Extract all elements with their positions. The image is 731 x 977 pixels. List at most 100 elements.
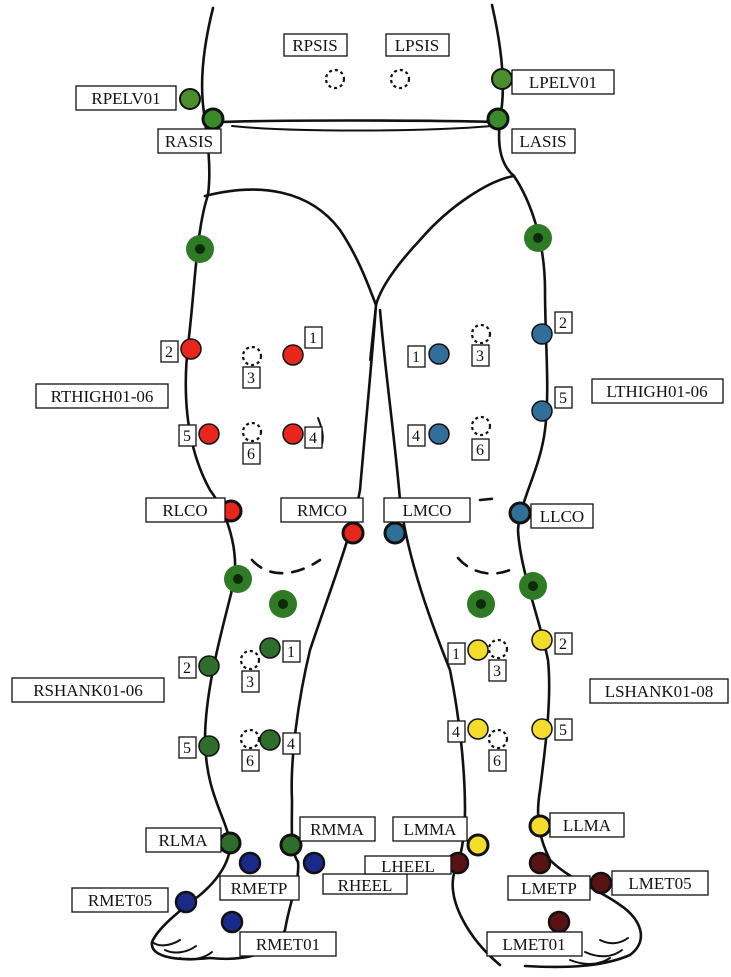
lshank-num-1: 1 [448,643,465,664]
svg-text:RLMA: RLMA [158,831,208,850]
svg-text:2: 2 [559,636,567,653]
rpelv01-marker [180,89,200,109]
lmco-marker [385,523,405,543]
svg-text:RMETP: RMETP [231,879,288,898]
svg-text:1: 1 [412,349,420,366]
rthigh-5-marker [199,424,219,444]
svg-text:3: 3 [476,348,484,365]
rknee-cluster-center [233,574,243,584]
rlma-label: RLMA [146,828,221,852]
rthigh-2-marker [181,339,201,359]
lshank-3-marker [489,640,507,658]
svg-text:1: 1 [287,644,295,661]
lthigh-label: LTHIGH01-06 [592,379,723,403]
rasis-marker [203,109,223,129]
svg-text:4: 4 [412,428,420,445]
svg-text:RMET05: RMET05 [88,891,152,910]
lshank-6-marker [489,730,507,748]
rshank-5-marker [199,736,219,756]
rheel-label: RHEEL [323,874,407,895]
lshank-num-2: 2 [555,633,572,654]
lthigh-num-4: 4 [408,425,425,446]
svg-text:LPELV01: LPELV01 [529,73,597,92]
rshank-4-marker [260,730,280,750]
lmet05-marker [591,873,611,893]
rshank-num-2: 2 [179,657,196,678]
lthigh-num-6: 6 [472,439,489,460]
lmet05-label: LMET05 [612,871,708,895]
lshank-2-marker [532,630,552,650]
lheel-label: LHEEL [365,856,451,876]
lasis-label: LASIS [512,129,575,153]
rthigh-1-marker [283,345,303,365]
left-torso-outline [492,5,514,176]
svg-text:4: 4 [309,430,317,447]
rheel-marker [304,853,324,873]
lshank-num-3: 3 [489,660,506,681]
svg-text:5: 5 [559,390,567,407]
waist-lower-line [232,126,492,131]
svg-text:LHEEL: LHEEL [381,857,435,876]
left-knee-dash-upper [480,498,500,500]
svg-text:3: 3 [247,370,255,387]
lthigh-1-marker [429,344,449,364]
svg-text:4: 4 [287,736,295,753]
lpsis-label: LPSIS [386,34,449,56]
svg-text:LMET05: LMET05 [628,874,691,893]
svg-text:1: 1 [309,330,317,347]
rshank-3-marker [241,651,259,669]
svg-text:RSHANK01-06: RSHANK01-06 [33,681,143,700]
lmma-marker [468,835,488,855]
lasis-marker [488,109,508,129]
waistline [220,121,498,123]
lmet01-label: LMET01 [487,932,582,956]
rthigh-6-marker [243,423,261,441]
svg-text:3: 3 [246,674,254,691]
lthigh-num-3: 3 [472,345,489,366]
lmetp-label: LMETP [508,876,590,900]
lthigh-num-5: 5 [555,387,572,408]
llma-marker [530,816,550,836]
svg-text:RPSIS: RPSIS [292,36,337,55]
rthigh-num-3: 3 [243,367,260,388]
rshank-2-marker [199,656,219,676]
rthigh-num-4: 4 [305,427,322,448]
rshank-num-3: 3 [242,671,259,692]
lshank-4-marker [468,719,488,739]
svg-text:LTHIGH01-06: LTHIGH01-06 [606,382,707,401]
llma-label: LLMA [550,813,624,837]
cluster-blobs [186,224,552,618]
svg-text:LPSIS: LPSIS [395,36,439,55]
lmet01-marker [549,912,569,932]
svg-text:RLCO: RLCO [162,501,207,520]
rthigh-4-marker [283,424,303,444]
lshank-label: LSHANK01-08 [590,679,728,703]
rmma-label: RMMA [300,817,375,841]
svg-text:5: 5 [559,722,567,739]
rthigh-num-5: 5 [179,425,196,446]
rpsis-label: RPSIS [284,34,347,56]
lshank-num-5: 5 [555,719,572,740]
rlma-marker [220,833,240,853]
svg-text:2: 2 [165,344,173,361]
rmet05-label: RMET05 [72,888,168,912]
lmco-label: LMCO [384,498,470,522]
lshank-5-marker [532,719,552,739]
rshank-label: RSHANK01-06 [12,678,164,702]
svg-text:6: 6 [476,442,484,459]
svg-text:1: 1 [452,646,460,663]
svg-text:3: 3 [493,663,501,680]
right-knee-dash [252,560,320,573]
svg-text:4: 4 [452,724,460,741]
svg-text:RTHIGH01-06: RTHIGH01-06 [51,387,154,406]
svg-text:LMCO: LMCO [402,501,451,520]
right-torso-outline [202,8,213,195]
svg-text:LMMA: LMMA [404,820,458,839]
svg-text:LASIS: LASIS [519,132,566,151]
svg-text:RHEEL: RHEEL [338,876,393,895]
lthigh-cluster-center [533,233,543,243]
rshank-cluster-center [278,599,288,609]
svg-text:RPELV01: RPELV01 [91,89,160,108]
right-toes [152,940,212,960]
